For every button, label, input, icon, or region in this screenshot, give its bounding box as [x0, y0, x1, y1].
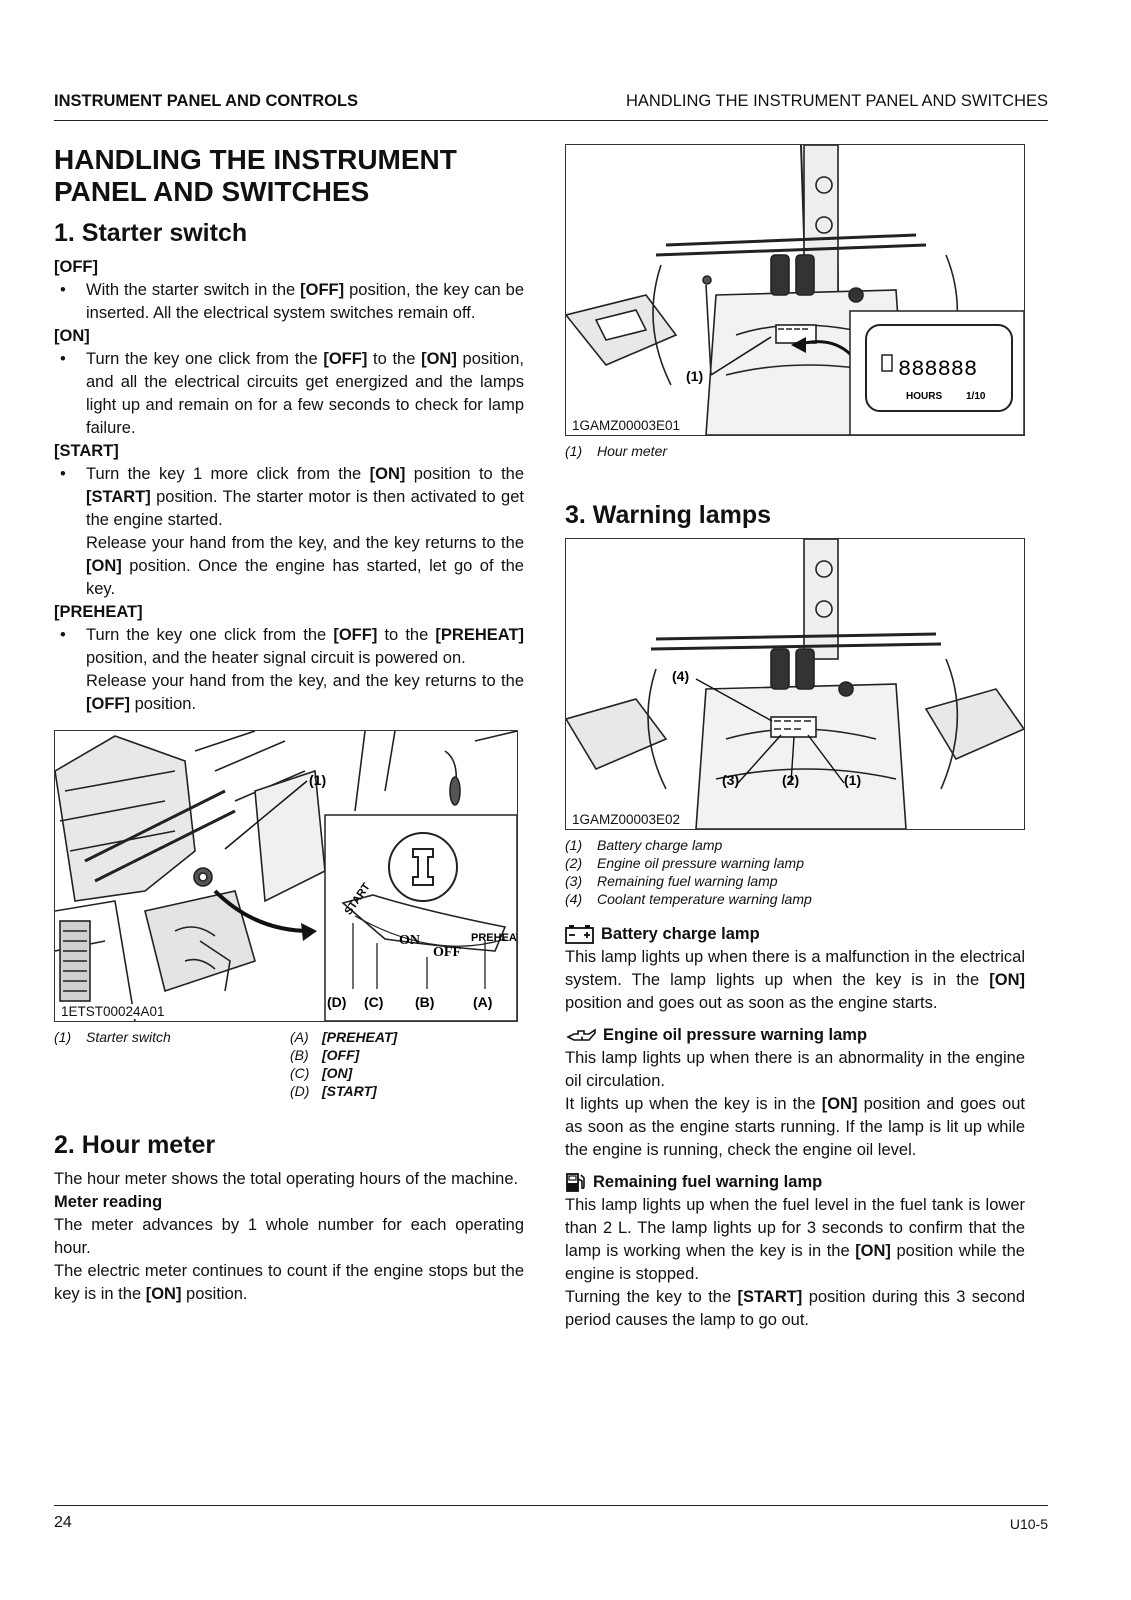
on-paragraph: •Turn the key one click from the [OFF] t… [60, 350, 524, 437]
warning-lamps-heading: 3. Warning lamps [565, 501, 772, 529]
meter-reading-text-2: The electric meter continues to count if… [54, 1262, 524, 1303]
running-header-title: HANDLING THE INSTRUMENT PANEL AND SWITCH… [625, 92, 1048, 110]
left-column: HANDLING THE INSTRUMENT PANEL AND SWITCH… [54, 140, 524, 1306]
starter-switch-heading: 1. Starter switch [54, 219, 248, 247]
figure-letter-d: (D) [327, 994, 346, 1010]
battery-icon [565, 924, 595, 944]
preheat-paragraph-2: Release your hand from the key, and the … [86, 672, 524, 713]
warning-callout-4: (4) [672, 668, 689, 684]
warning-callout-2: (2) [782, 772, 799, 788]
oil-can-icon [565, 1025, 597, 1045]
figure-code: 1ETST00024A01 [59, 1004, 167, 1019]
on-label: [ON] [54, 327, 90, 345]
figure-callout-1: (1) [309, 772, 326, 788]
starter-switch-illustration: START ON OFF PREHEAT (1) (D) (C) (B) (A) [55, 731, 517, 1021]
hour-meter-text: The hour meter shows the total operating… [54, 1170, 519, 1188]
remaining-fuel-lamp-text-1: This lamp lights up when the fuel level … [565, 1196, 1025, 1283]
engine-oil-lamp-text-1: This lamp lights up when there is an abn… [565, 1049, 1025, 1090]
warning-lamps-figure: (4) (3) (2) (1) 1GAMZ00003E02 [565, 538, 1025, 830]
battery-charge-lamp-text: This lamp lights up when there is a malf… [565, 948, 1025, 1012]
caption-item: (2)Engine oil pressure warning lamp [565, 855, 804, 871]
caption-item: (3)Remaining fuel warning lamp [565, 873, 778, 889]
start-label: [START] [54, 442, 119, 460]
preheat-label: [PREHEAT] [54, 603, 143, 621]
page-title: HANDLING THE INSTRUMENT PANEL AND SWITCH… [54, 144, 524, 208]
header-rule [54, 120, 1048, 121]
page-number: 24 [54, 1514, 72, 1531]
right-column: (1) 888888 HOURS 1/10 1GAMZ00003E01 (1)H… [565, 140, 1025, 1332]
figure-code: 1GAMZ00003E02 [570, 812, 683, 827]
meter-reading-label: Meter reading [54, 1193, 163, 1211]
hour-meter-tenth-label: 1/10 [966, 391, 986, 402]
starter-figure-captions: (1)Starter switch (A)[PREHEAT] (B)[OFF] … [54, 1028, 524, 1100]
figure-letter-c: (C) [364, 994, 383, 1010]
warning-lamps-illustration: (4) (3) (2) (1) [566, 539, 1024, 829]
model-code: U10-5 [1009, 1516, 1048, 1532]
hour-figure-callout: (1) [686, 368, 703, 384]
caption-item: (1)Starter switch [54, 1029, 171, 1045]
caption-item: (1)Battery charge lamp [565, 837, 723, 853]
hour-meter-digits: 888888 [898, 357, 977, 382]
caption-item: (D)[START] [290, 1083, 377, 1099]
caption-item: (C)[ON] [290, 1065, 353, 1081]
engine-oil-lamp-heading: Engine oil pressure warning lamp [565, 1023, 1025, 1047]
hour-meter-hours-label: HOURS [906, 391, 942, 402]
battery-charge-lamp-heading: Battery charge lamp [565, 922, 1025, 946]
caption-item: (B)[OFF] [290, 1047, 360, 1063]
dial-on-label: ON [399, 933, 420, 948]
hour-meter-illustration: (1) 888888 HOURS 1/10 [566, 145, 1024, 435]
meter-reading-text-1: The meter advances by 1 whole number for… [54, 1216, 524, 1257]
dial-off-label: OFF [433, 945, 461, 960]
caption-list-positions: (A)[PREHEAT] (B)[OFF] (C)[ON] (D)[START] [290, 1028, 397, 1100]
warning-callout-1: (1) [844, 772, 861, 788]
start-paragraph: •Turn the key 1 more click from the [ON]… [60, 465, 525, 529]
engine-oil-lamp-text-2: It lights up when the key is in the [ON]… [565, 1095, 1025, 1159]
page-title-line-1: HANDLING THE INSTRUMENT [54, 144, 457, 175]
figure-letter-a: (A) [473, 994, 492, 1010]
page-title-line-2: PANEL AND SWITCHES [54, 176, 370, 207]
caption-item: (4)Coolant temperature warning lamp [565, 891, 812, 907]
remaining-fuel-lamp-heading: Remaining fuel warning lamp [565, 1170, 1025, 1194]
warning-figure-captions: (1)Battery charge lamp (2)Engine oil pre… [565, 836, 1025, 908]
preheat-paragraph: •Turn the key one click from the [OFF] t… [60, 626, 525, 667]
hour-figure-caption: (1)Hour meter [565, 443, 668, 459]
hour-meter-figure: (1) 888888 HOURS 1/10 1GAMZ00003E01 [565, 144, 1025, 436]
figure-letter-b: (B) [415, 994, 434, 1010]
running-header-section: INSTRUMENT PANEL AND CONTROLS [54, 92, 359, 110]
start-paragraph-2: Release your hand from the key, and the … [86, 534, 524, 598]
figure-code: 1GAMZ00003E01 [570, 418, 683, 433]
off-paragraph: •With the starter switch in the [OFF] po… [60, 281, 524, 322]
footer-rule [54, 1505, 1048, 1506]
fuel-pump-icon [565, 1171, 587, 1193]
hour-meter-heading: 2. Hour meter [54, 1131, 216, 1159]
dial-preheat-label: PREHEAT [471, 932, 517, 944]
caption-item: (A)[PREHEAT] [290, 1029, 398, 1045]
warning-callout-3: (3) [722, 772, 739, 788]
remaining-fuel-lamp-text-2: Turning the key to the [START] position … [565, 1288, 1025, 1329]
starter-switch-figure: START ON OFF PREHEAT (1) (D) (C) (B) (A)… [54, 730, 518, 1022]
off-label: [OFF] [54, 258, 98, 276]
